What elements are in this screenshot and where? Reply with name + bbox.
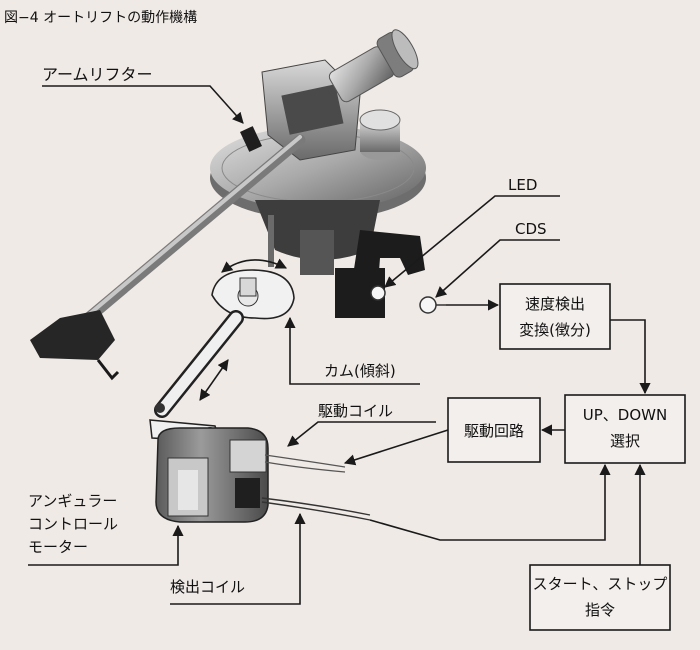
label-angular-motor-line3: モーター — [28, 538, 88, 556]
block-start-stop-line2: 指令 — [585, 601, 615, 619]
label-angular-motor-line2: コントロール — [28, 515, 118, 533]
label-detect-coil: 検出コイル — [170, 578, 245, 596]
label-angular-motor-line1: アンギュラー — [28, 492, 117, 510]
block-start-stop-line1: スタート、ストップ — [533, 575, 668, 593]
label-cam: カム(傾斜) — [324, 362, 396, 380]
block-speed-detect-line2: 変換(徴分) — [519, 321, 591, 339]
block-drive-circuit: 駆動回路 — [447, 397, 541, 463]
block-drive-circuit-label: 駆動回路 — [464, 422, 524, 440]
block-up-down-select: UP、DOWN 選択 — [564, 394, 686, 464]
block-up-down-line2: 選択 — [610, 432, 640, 450]
cds-element-icon — [419, 296, 437, 314]
block-start-stop: スタート、ストップ 指令 — [529, 564, 671, 631]
tonearm-illustration — [30, 29, 446, 523]
label-arm-lifter: アームリフター — [42, 65, 153, 84]
block-speed-detect: 速度検出 変換(徴分) — [499, 283, 611, 350]
label-led: LED — [508, 176, 537, 194]
figure-title: 図−4 オートリフトの動作機構 — [4, 10, 197, 26]
block-speed-detect-line1: 速度検出 — [525, 295, 585, 313]
label-drive-coil: 駆動コイル — [318, 402, 393, 420]
label-cds: CDS — [515, 220, 547, 238]
block-up-down-line1: UP、DOWN — [583, 406, 667, 424]
led-element-icon — [370, 285, 386, 301]
